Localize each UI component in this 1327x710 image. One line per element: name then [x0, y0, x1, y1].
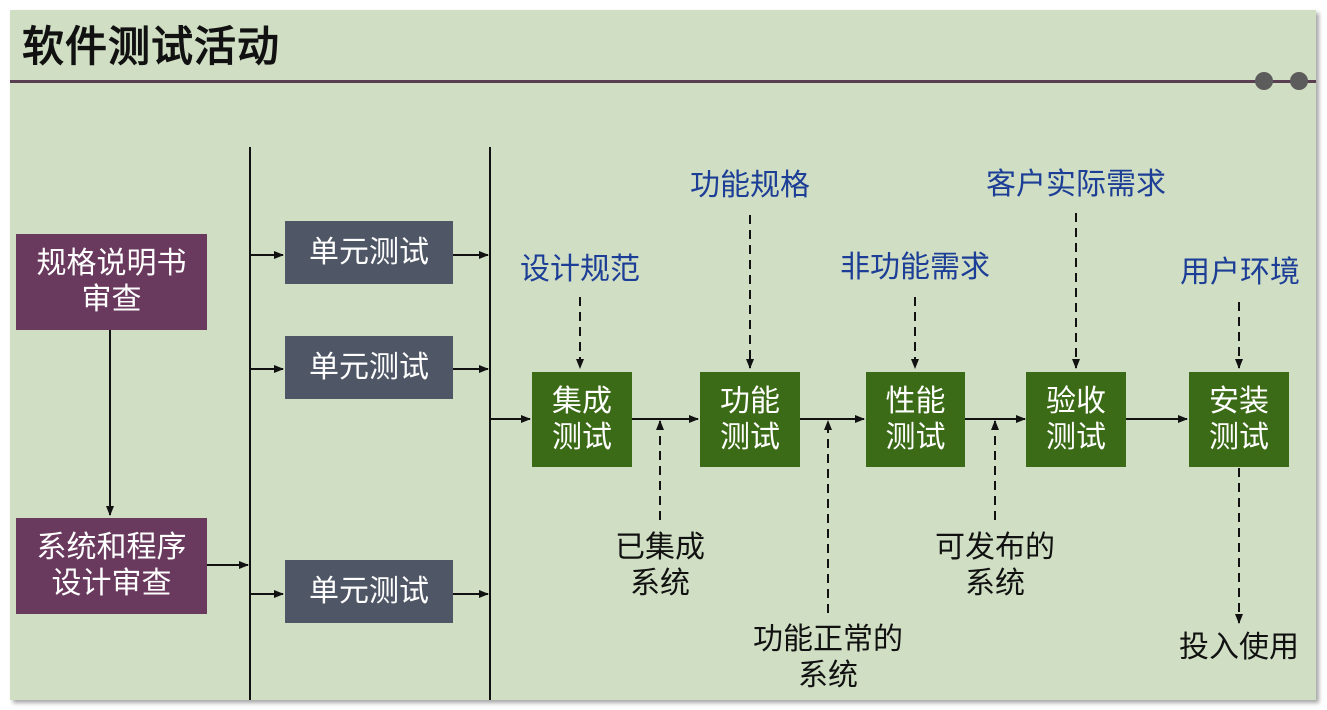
output-functional-system: 功能正常的 系统 — [753, 622, 903, 693]
integration-test-box: 集成 测试 — [532, 372, 632, 467]
unit-test-label: 单元测试 — [309, 234, 429, 270]
input-user-environment: 用户环境 — [1180, 255, 1300, 290]
input-design-spec: 设计规范 — [520, 252, 640, 287]
integration-test-label: 集成 测试 — [552, 383, 612, 455]
output-integrated-system: 已集成 系统 — [615, 530, 705, 601]
design-review-box: 系统和程序 设计审查 — [16, 518, 207, 614]
slide: 软件测试活动 — [10, 10, 1316, 700]
performance-test-box: 性能 测试 — [866, 372, 965, 467]
input-functional-spec: 功能规格 — [690, 168, 810, 203]
input-customer-req: 客户实际需求 — [986, 167, 1166, 202]
acceptance-test-label: 验收 测试 — [1046, 383, 1106, 455]
output-releasable-system: 可发布的 系统 — [935, 530, 1055, 601]
performance-test-label: 性能 测试 — [885, 383, 946, 455]
output-in-use: 投入使用 — [1179, 630, 1299, 665]
unit-test-box-2: 单元测试 — [285, 336, 453, 399]
flow-connectors — [106, 147, 1243, 700]
acceptance-test-box: 验收 测试 — [1026, 372, 1126, 467]
title-rule — [10, 80, 1316, 83]
installation-test-box: 安装 测试 — [1189, 372, 1289, 467]
unit-test-box-1: 单元测试 — [285, 221, 453, 284]
spec-review-box: 规格说明书 审查 — [16, 234, 207, 330]
slide-title: 软件测试活动 — [22, 22, 281, 71]
input-nonfunctional-req: 非功能需求 — [840, 250, 990, 285]
installation-test-label: 安装 测试 — [1209, 383, 1269, 455]
unit-test-label: 单元测试 — [309, 573, 429, 609]
decor-dot-1 — [1255, 72, 1273, 90]
functional-test-box: 功能 测试 — [700, 372, 800, 467]
functional-test-label: 功能 测试 — [720, 383, 780, 455]
unit-test-label: 单元测试 — [309, 349, 429, 385]
decor-dot-2 — [1290, 72, 1308, 90]
unit-test-box-3: 单元测试 — [285, 560, 453, 623]
design-review-label: 系统和程序 设计审查 — [36, 530, 187, 601]
spec-review-label: 规格说明书 审查 — [36, 246, 187, 317]
